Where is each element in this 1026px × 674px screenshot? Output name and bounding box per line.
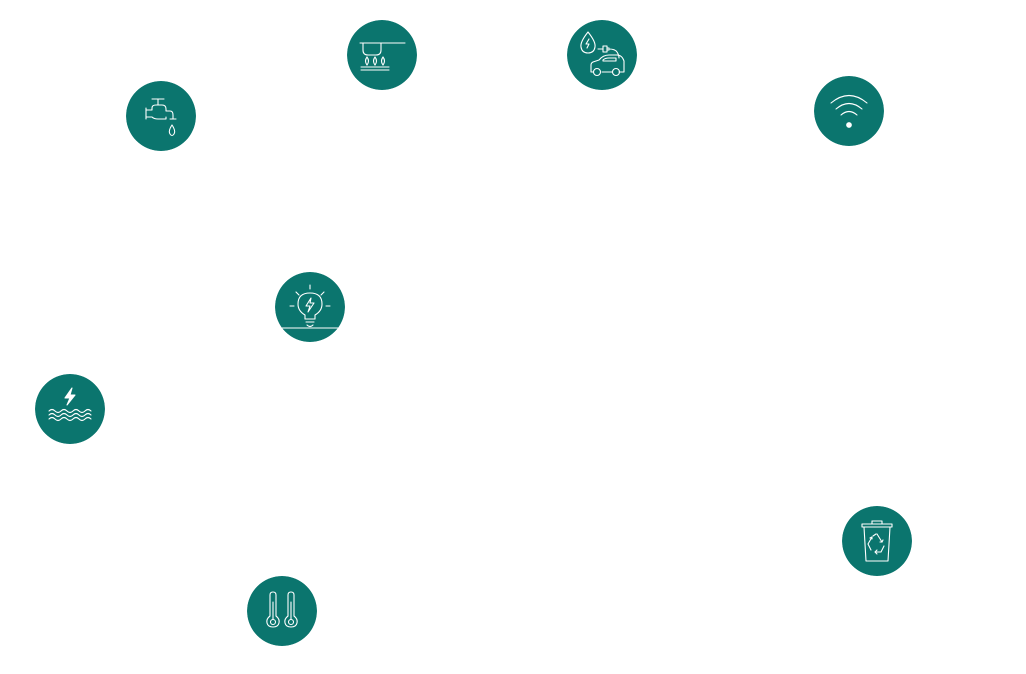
thermometer-icon[interactable] xyxy=(247,576,317,646)
hydro-power-icon[interactable] xyxy=(35,374,105,444)
gas-stove-icon[interactable] xyxy=(347,20,417,90)
water-tap-icon[interactable] xyxy=(126,81,196,151)
recycling-bin-icon[interactable] xyxy=(842,506,912,576)
ev-charging-icon[interactable] xyxy=(567,20,637,90)
wifi-icon[interactable] xyxy=(814,76,884,146)
lightbulb-icon[interactable] xyxy=(275,272,345,342)
